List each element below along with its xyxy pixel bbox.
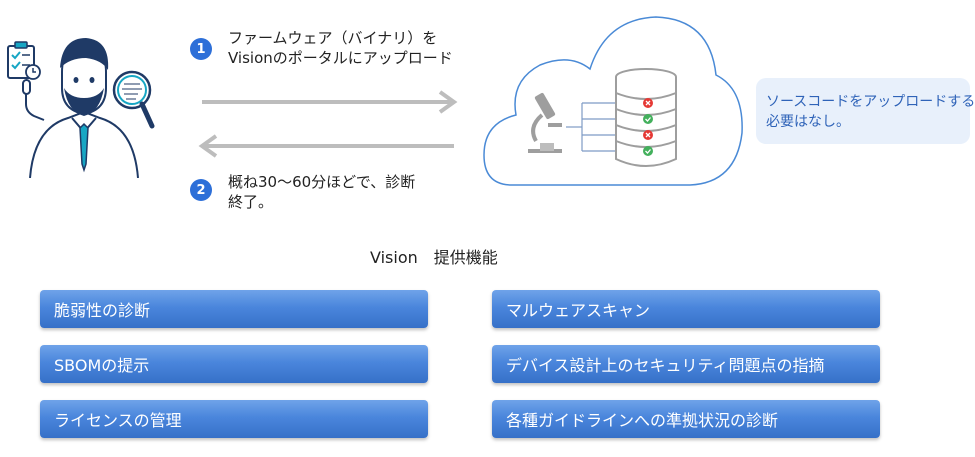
step-1-line-1: ファームウェア（バイナリ）を [228, 29, 438, 47]
note-box: ソースコードをアップロードする 必要はなし。 [756, 78, 975, 144]
step-1-line-2: Visionのポータルにアップロード [228, 49, 453, 67]
error-icon [643, 98, 653, 108]
feature-sbom: SBOMの提示 [40, 345, 428, 383]
error-icon [643, 130, 653, 140]
step-1-number: 1 [190, 38, 212, 60]
note-line-2: 必要はなし。 [766, 114, 850, 130]
feature-guideline-compliance: 各種ガイドラインへの準拠状況の診断 [492, 400, 880, 438]
microscope-icon [528, 92, 562, 153]
clipboard-check-icon [7, 41, 41, 80]
arrow-right-icon [202, 90, 458, 114]
person-illustration [7, 38, 155, 178]
step-2-line-1: 概ね30〜60分ほどで、診断 [228, 173, 416, 191]
section-title: Vision 提供機能 [370, 248, 498, 267]
step-2-number: 2 [190, 179, 212, 201]
check-icon [643, 114, 653, 124]
magnifier-icon [112, 70, 155, 129]
cloud-icon [483, 16, 743, 186]
feature-malware-scan: マルウェアスキャン [492, 290, 880, 328]
feature-vulnerability-diagnosis: 脆弱性の診断 [40, 290, 428, 328]
step-2-line-2: 終了。 [228, 193, 274, 211]
feature-design-security-issues: デバイス設計上のセキュリティ問題点の指摘 [492, 345, 880, 383]
arrow-left-icon [198, 134, 454, 158]
step-1-text: ファームウェア（バイナリ）を Visionのポータルにアップロード [228, 28, 453, 68]
feature-license-management: ライセンスの管理 [40, 400, 428, 438]
check-icon [643, 146, 653, 156]
flow-arrows [198, 90, 458, 158]
step-2-text: 概ね30〜60分ほどで、診断 終了。 [228, 172, 415, 212]
note-line-1: ソースコードをアップロードする [766, 94, 975, 110]
